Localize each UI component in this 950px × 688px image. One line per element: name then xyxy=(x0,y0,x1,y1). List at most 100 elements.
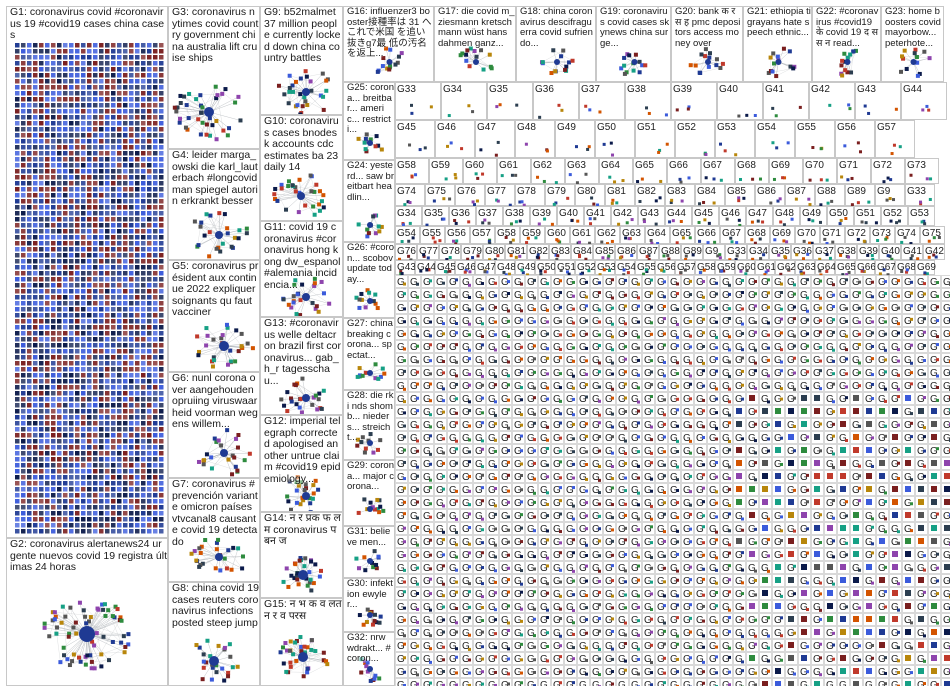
node-square xyxy=(63,343,68,348)
node-square xyxy=(289,396,294,401)
node-square xyxy=(39,517,44,522)
node-square xyxy=(117,403,122,408)
node-square xyxy=(45,397,50,402)
node-square xyxy=(75,355,80,360)
node-square xyxy=(69,469,74,474)
node-square xyxy=(57,433,62,438)
node-square xyxy=(135,103,140,108)
node-square xyxy=(159,205,164,210)
node-square xyxy=(425,223,429,227)
node-square xyxy=(81,199,86,204)
small-group-cell xyxy=(759,301,772,314)
node-square xyxy=(45,433,50,438)
node-square xyxy=(317,202,322,207)
node-square xyxy=(300,282,305,287)
node-square xyxy=(51,451,56,456)
node-square xyxy=(15,499,20,504)
node-square xyxy=(39,289,44,294)
small-group-cell xyxy=(395,314,408,327)
small-group-label: G44 xyxy=(667,208,686,219)
node-square xyxy=(832,305,835,309)
node-square xyxy=(39,247,44,252)
node-square xyxy=(45,139,50,144)
node-square xyxy=(99,187,104,192)
small-group-cell xyxy=(667,158,701,184)
node-square xyxy=(147,409,152,414)
node-square xyxy=(183,125,188,130)
node-square xyxy=(39,379,44,384)
node-square xyxy=(21,511,26,516)
node-square xyxy=(87,421,92,426)
node-square xyxy=(117,247,122,252)
node-square xyxy=(69,331,74,336)
node-square xyxy=(742,196,746,200)
edge xyxy=(308,640,312,669)
node-square xyxy=(216,438,221,443)
node-square xyxy=(159,109,164,114)
node-square xyxy=(239,344,244,349)
small-group-cell xyxy=(551,275,564,288)
node-square xyxy=(129,259,134,264)
node-square xyxy=(153,151,158,156)
small-group-cell xyxy=(545,226,570,244)
node-square xyxy=(240,554,245,559)
node-square xyxy=(117,181,122,186)
node-square xyxy=(638,199,642,203)
node-square xyxy=(779,220,783,224)
node-square xyxy=(464,58,469,63)
node-square xyxy=(81,421,86,426)
node-square xyxy=(81,223,86,228)
node-square xyxy=(129,505,134,510)
node-square xyxy=(235,664,240,669)
node-square xyxy=(117,463,122,468)
node-square xyxy=(313,478,318,483)
node-square xyxy=(21,343,26,348)
node-square xyxy=(680,199,684,203)
node-square xyxy=(67,663,72,668)
node-square xyxy=(236,236,241,241)
node-square xyxy=(542,179,546,183)
node-square xyxy=(45,193,50,198)
edge xyxy=(305,79,328,102)
node-square xyxy=(33,379,38,384)
node-square xyxy=(587,269,591,273)
node-square xyxy=(467,220,471,224)
node-square xyxy=(111,247,116,252)
node-square xyxy=(319,279,324,284)
node-square xyxy=(900,54,905,59)
node-square xyxy=(401,223,405,227)
node-square xyxy=(642,218,646,222)
node-square xyxy=(567,272,571,276)
edge xyxy=(200,552,216,569)
node-square xyxy=(111,67,116,72)
node-square xyxy=(99,301,104,306)
node-square xyxy=(15,331,20,336)
group-label: G5: coronavirus président aux continue 2… xyxy=(172,260,259,318)
node-square xyxy=(737,114,741,118)
cluster-network xyxy=(272,173,326,217)
node-square xyxy=(287,89,292,94)
node-square xyxy=(69,229,74,234)
hub-node xyxy=(844,59,851,65)
node-square xyxy=(45,157,50,162)
node-square xyxy=(123,301,128,306)
node-square xyxy=(39,385,44,390)
node-square xyxy=(310,402,315,407)
node-square xyxy=(69,457,74,462)
small-group-label: G88 xyxy=(817,186,836,197)
small-group-cell xyxy=(395,301,408,314)
node-square xyxy=(45,283,50,288)
small-group-cell xyxy=(421,275,434,288)
node-square xyxy=(57,331,62,336)
small-group-label: G39 xyxy=(673,84,692,95)
node-square xyxy=(645,106,649,110)
small-group-label: G48 xyxy=(517,122,536,133)
node-square xyxy=(111,163,116,168)
small-group-label: G83 xyxy=(551,246,570,257)
node-square xyxy=(215,93,220,98)
node-square xyxy=(69,235,74,240)
node-square xyxy=(21,409,26,414)
node-square xyxy=(895,221,899,225)
node-square xyxy=(153,67,158,72)
node-square xyxy=(27,295,32,300)
